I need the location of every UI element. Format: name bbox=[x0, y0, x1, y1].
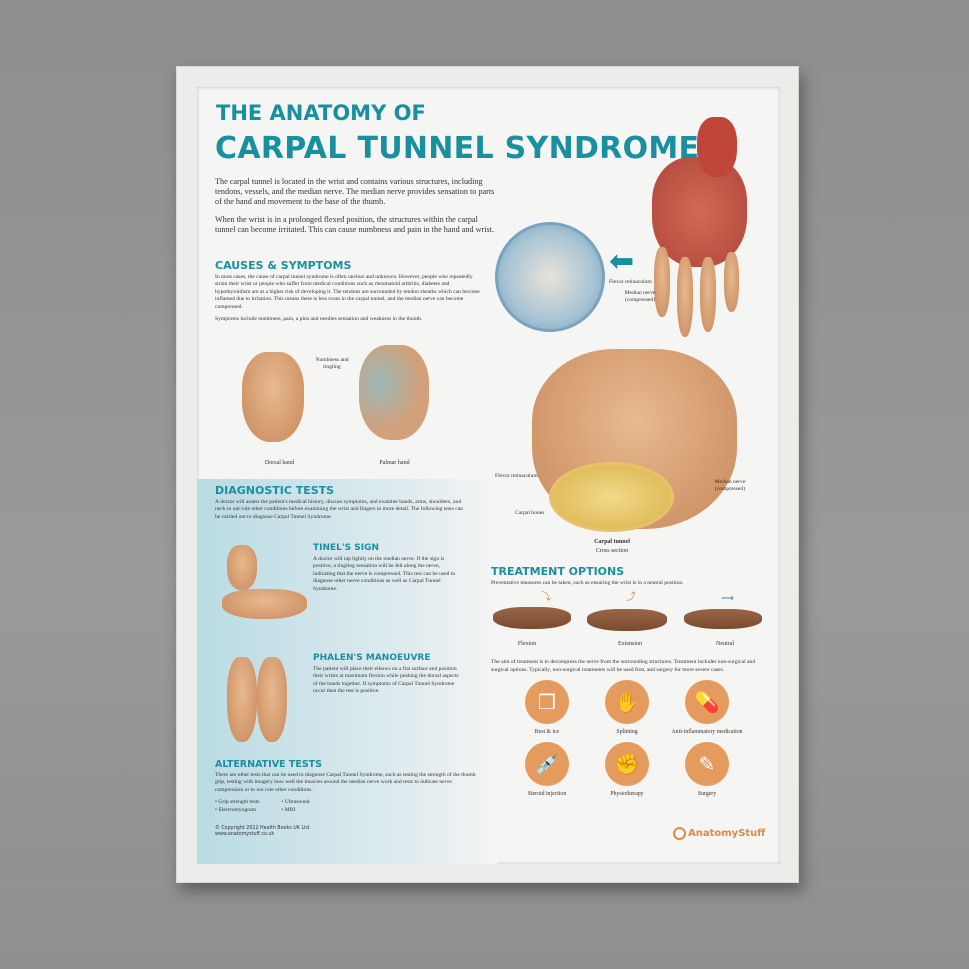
label-cross-section: Cross section bbox=[595, 548, 629, 554]
carpal-tunnel-section bbox=[549, 462, 674, 532]
intro-2: When the wrist is in a prolonged flexed … bbox=[215, 215, 495, 234]
list-item: Electromyogram bbox=[215, 807, 259, 814]
option-label: Splinting bbox=[616, 729, 638, 736]
label-median-nerve: Median nerve (compressed) bbox=[714, 479, 746, 493]
title-line1: THE ANATOMY OF bbox=[216, 101, 426, 125]
logo-icon bbox=[673, 827, 686, 840]
label-palmar-hand: Palmar hand bbox=[379, 460, 410, 466]
label-numbness: Numbness and tingling bbox=[315, 357, 349, 371]
picture-frame: THE ANATOMY OF CARPAL TUNNEL SYNDROME Th… bbox=[176, 66, 799, 883]
label-flexion: Flexion bbox=[517, 641, 537, 648]
physio-icon: ✊ bbox=[605, 742, 649, 787]
brand-name: AnatomyStuff bbox=[688, 828, 766, 839]
flexion-illustration bbox=[493, 607, 571, 630]
neutral-illustration bbox=[684, 609, 762, 630]
list-item: MRI bbox=[281, 807, 309, 814]
option-steroid-injection: 💉 Steroid injection bbox=[507, 742, 587, 798]
splint-icon: ✋ bbox=[605, 680, 649, 725]
option-rest-ice: ❒ Rest & ice bbox=[507, 680, 587, 736]
alternative-list-1: Grip strength tests Electromyogram bbox=[215, 799, 259, 814]
option-surgery: ✎ Surgery bbox=[667, 742, 747, 798]
option-label: Anti-inflammatory medication bbox=[671, 729, 743, 736]
tinel-heading: TINEL'S SIGN bbox=[313, 543, 380, 553]
option-label: Rest & ice bbox=[534, 729, 560, 736]
alternative-lists: Grip strength tests Electromyogram Ultra… bbox=[215, 799, 310, 814]
diagnostic-heading: DIAGNOSTIC TESTS bbox=[215, 484, 335, 497]
extension-arrow-icon: ⤴ bbox=[626, 592, 636, 604]
alternative-list-2: Ultrasound MRI bbox=[281, 799, 310, 814]
label-neutral: Neutral bbox=[716, 641, 734, 648]
tinel-text: A doctor will tap lightly on the median … bbox=[313, 556, 456, 592]
tinel-test-illustration bbox=[227, 545, 257, 590]
scalpel-icon: ✎ bbox=[685, 742, 729, 787]
diagnostic-text: A doctor will assess the patient's medic… bbox=[215, 499, 463, 520]
alternative-text: There are other tests that can be used t… bbox=[215, 772, 476, 793]
label-carpal-bones: Carpal bones bbox=[515, 510, 545, 516]
extension-illustration bbox=[587, 609, 667, 632]
treatment-block: TREATMENT OPTIONS Preventative measures … bbox=[491, 565, 763, 798]
palmar-hand-illustration bbox=[359, 345, 429, 440]
option-anti-inflammatory: 💊 Anti-inflammatory medication bbox=[667, 680, 747, 736]
list-item: Ultrasound bbox=[281, 799, 310, 806]
alternative-block: ALTERNATIVE TESTS There are other tests … bbox=[215, 759, 477, 838]
treatment-text: Preventative measures can be taken, such… bbox=[491, 580, 684, 586]
option-splinting: ✋ Splinting bbox=[587, 680, 667, 736]
treatment-options: ❒ Rest & ice ✋ Splinting 💊 Anti-inflammator… bbox=[507, 680, 747, 798]
label-flexor-retinaculum: Flexor retinaculum bbox=[495, 473, 538, 479]
flexion-arrow-icon: ⤵ bbox=[541, 592, 551, 604]
label-carpal-tunnel: Carpal tunnel bbox=[594, 539, 630, 545]
causes-heading: CAUSES & SYMPTOMS bbox=[215, 259, 352, 272]
poster: THE ANATOMY OF CARPAL TUNNEL SYNDROME Th… bbox=[197, 87, 780, 864]
arrow-icon: ⬅ bbox=[609, 244, 635, 279]
dorsal-hand-illustration bbox=[242, 352, 304, 442]
causes-text: In most cases, the cause of carpal tunne… bbox=[215, 274, 480, 310]
phalen-heading: PHALEN'S MANOEUVRE bbox=[313, 653, 431, 663]
syringe-icon: 💉 bbox=[525, 742, 569, 787]
option-physiotherapy: ✊ Physiotherapy bbox=[587, 742, 667, 798]
title-line2: CARPAL TUNNEL SYNDROME bbox=[215, 131, 700, 166]
phalen-block: PHALEN'S MANOEUVRE The patient will plac… bbox=[313, 653, 463, 696]
label-flexor-retinaculum-top: Flexor retinaculum bbox=[609, 279, 652, 285]
phalen-right-hand bbox=[257, 657, 287, 742]
label-dorsal-hand: Dorsal hand bbox=[264, 460, 295, 466]
tinel-hand-illustration bbox=[222, 589, 307, 619]
brand-logo: AnatomyStuff bbox=[673, 827, 765, 840]
diagnostic-block: DIAGNOSTIC TESTS A doctor will assess th… bbox=[215, 484, 465, 521]
causes-block: CAUSES & SYMPTOMS In most cases, the cau… bbox=[215, 259, 480, 323]
phalen-text: The patient will place their elbows on a… bbox=[313, 666, 459, 695]
alternative-heading: ALTERNATIVE TESTS bbox=[215, 759, 322, 770]
option-label: Physiotherapy bbox=[610, 791, 644, 798]
phalen-left-hand bbox=[227, 657, 257, 742]
list-item: Grip strength tests bbox=[215, 799, 259, 806]
option-label: Steroid injection bbox=[527, 791, 567, 798]
website-url: www.anatomystuff.co.uk bbox=[215, 832, 275, 838]
treatment-heading: TREATMENT OPTIONS bbox=[491, 565, 625, 578]
intro-1: The carpal tunnel is located in the wris… bbox=[215, 177, 495, 206]
intro-block: The carpal tunnel is located in the wris… bbox=[215, 177, 495, 235]
pills-icon: 💊 bbox=[685, 680, 729, 725]
copyright-text: © Copyright 2022 Health Books UK Ltd. bbox=[215, 826, 311, 832]
symptoms-text: Symptoms include numbness, pain, a pins … bbox=[215, 316, 423, 323]
option-label: Surgery bbox=[697, 791, 717, 798]
wrist-positions: ⤵ ⤴ ⟶ Flexion Extension Neutral bbox=[491, 591, 763, 653]
tinel-block: TINEL'S SIGN A doctor will tap lightly o… bbox=[313, 543, 458, 593]
hand-anatomy-illustration bbox=[642, 117, 762, 337]
label-extension: Extension bbox=[618, 641, 642, 648]
wrist-closeup-circle bbox=[495, 222, 605, 332]
neutral-arrow-icon: ⟶ bbox=[721, 593, 734, 604]
treatment-text-2: The aim of treatment is to decompress th… bbox=[491, 659, 756, 673]
copyright: © Copyright 2022 Health Books UK Ltd. ww… bbox=[215, 826, 311, 838]
label-median-nerve-top: Median nerve (compressed) bbox=[624, 290, 656, 304]
ice-icon: ❒ bbox=[525, 680, 569, 725]
